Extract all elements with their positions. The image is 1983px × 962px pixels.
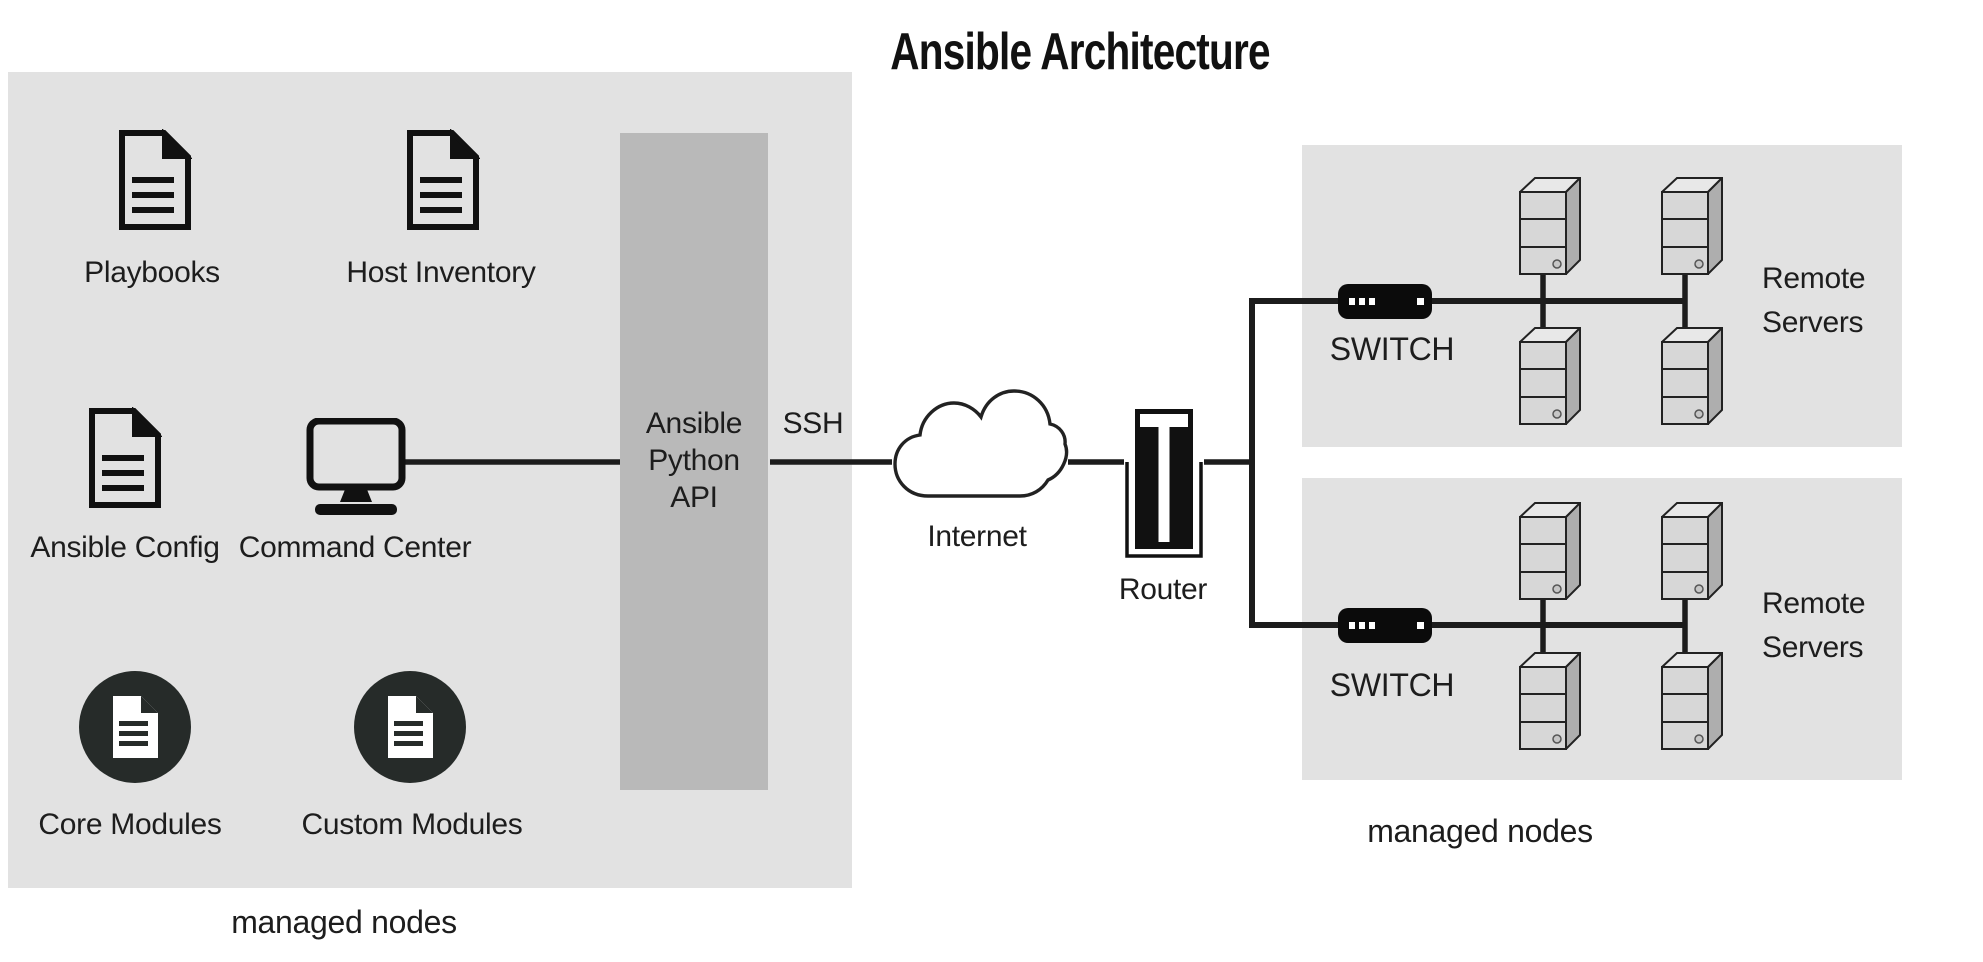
line-junction-to-switches (1249, 298, 1685, 628)
server-icon (1661, 502, 1723, 600)
api-line: Ansible (645, 407, 743, 440)
document-icon (118, 129, 192, 231)
remote-servers-label-top: Remote Servers (1762, 257, 1866, 345)
router-icon (1124, 405, 1204, 560)
remote-servers-line: Servers (1762, 631, 1864, 664)
server-icon (1519, 502, 1581, 600)
switch-icon (1338, 284, 1432, 319)
api-line: Python (648, 444, 740, 477)
command-center-label: Command Center (238, 531, 472, 564)
managed-nodes-caption-right: managed nodes (1367, 813, 1593, 849)
module-circle-icon (352, 669, 468, 785)
module-circle-icon (77, 669, 193, 785)
server-icon (1519, 652, 1581, 750)
server-icon (1519, 327, 1581, 425)
remote-servers-line: Remote (1762, 262, 1866, 295)
ansible-python-api-label: Ansible Python API (620, 405, 768, 516)
host-inventory-label: Host Inventory (346, 256, 536, 289)
server-icon (1661, 327, 1723, 425)
diagram-title: Ansible Architecture (890, 23, 1270, 81)
switch-label-top: SWITCH (1329, 331, 1455, 367)
router-label: Router (1118, 573, 1208, 606)
ansible-config-label: Ansible Config (30, 531, 220, 564)
ansible-python-api-bar: Ansible Python API (620, 133, 768, 790)
server-icon (1661, 177, 1723, 275)
remote-servers-line: Remote (1762, 587, 1866, 620)
remote-servers-label-bottom: Remote Servers (1762, 582, 1866, 670)
server-icon (1661, 652, 1723, 750)
remote-servers-line: Servers (1762, 306, 1864, 339)
api-line: API (670, 481, 718, 514)
document-icon (406, 129, 480, 231)
document-icon (88, 407, 162, 509)
core-modules-label: Core Modules (38, 808, 222, 841)
server-icon (1519, 177, 1581, 275)
custom-modules-label: Custom Modules (301, 808, 523, 841)
playbooks-label: Playbooks (84, 256, 220, 289)
cloud-icon (892, 388, 1070, 502)
internet-label: Internet (927, 520, 1027, 553)
switch-icon (1338, 608, 1432, 643)
switch-label-bottom: SWITCH (1329, 667, 1455, 703)
managed-nodes-caption-left: managed nodes (231, 904, 457, 940)
ssh-label: SSH (782, 407, 844, 440)
monitor-icon (306, 418, 406, 518)
